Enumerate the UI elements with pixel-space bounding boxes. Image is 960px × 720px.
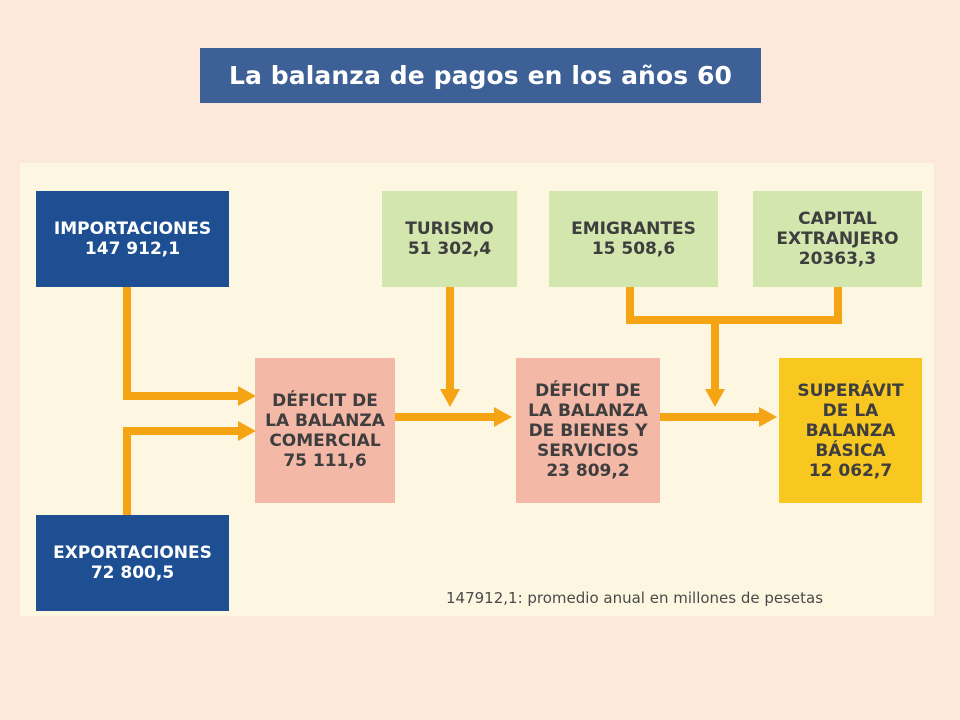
page-title: La balanza de pagos en los años 60 (200, 48, 761, 103)
arrow-exportaciones (123, 427, 242, 515)
node-superavit-balanza-basica: SUPERÁVIT DE LA BALANZA BÁSICA 12 062,7 (779, 358, 922, 503)
arrow-importaciones (123, 287, 242, 400)
node-emigrantes-label: EMIGRANTES (571, 219, 696, 239)
node-deficit-bienes-servicios: DÉFICIT DE LA BALANZA DE BIENES Y SERVIC… (516, 358, 660, 503)
node-exportaciones-value: 72 800,5 (90, 563, 175, 583)
node-importaciones-label: IMPORTACIONES (53, 219, 212, 239)
diagram-panel: IMPORTACIONES 147 912,1 EXPORTACIONES 72… (20, 163, 934, 616)
node-deficit-bienes-value: 23 809,2 (546, 460, 630, 481)
node-superavit-line3: BALANZA (805, 420, 896, 441)
node-capital-line2: EXTRANJERO (776, 229, 899, 249)
arrowhead-importaciones (238, 386, 256, 406)
node-deficit-bienes-line1: DÉFICIT DE (535, 380, 641, 401)
node-deficit-comercial-value: 75 111,6 (283, 450, 367, 471)
node-deficit-bienes-line2: LA BALANZA (528, 400, 648, 421)
node-capital-value: 20363,3 (798, 249, 877, 269)
node-emigrantes: EMIGRANTES 15 508,6 (549, 191, 718, 287)
node-deficit-bienes-line3: DE BIENES Y (528, 420, 648, 441)
node-turismo-label: TURISMO (405, 219, 494, 239)
arrowhead-turismo (440, 389, 460, 407)
node-capital-extranjero: CAPITAL EXTRANJERO 20363,3 (753, 191, 922, 287)
node-deficit-comercial-line1: DÉFICIT DE (272, 390, 378, 411)
node-capital-line1: CAPITAL (798, 209, 877, 229)
node-superavit-value: 12 062,7 (808, 460, 893, 481)
flow-arrows (123, 287, 842, 515)
arrowhead-merge (705, 389, 725, 407)
arrow-emigrantes (626, 287, 842, 324)
units-note: 147912,1: promedio anual en millones de … (446, 589, 824, 607)
node-superavit-line1: SUPERÁVIT (797, 380, 904, 401)
node-deficit-comercial-line2: LA BALANZA (265, 410, 385, 431)
node-superavit-line4: BÁSICA (815, 440, 886, 461)
node-deficit-comercial: DÉFICIT DE LA BALANZA COMERCIAL 75 111,6 (255, 358, 395, 503)
node-deficit-bienes-line4: SERVICIOS (537, 440, 639, 461)
arrowhead-exportaciones (238, 421, 256, 441)
node-importaciones-value: 147 912,1 (84, 239, 181, 259)
node-deficit-comercial-line3: COMERCIAL (269, 430, 381, 451)
arrowhead-comercial (494, 407, 512, 427)
node-superavit-line2: DE LA (822, 400, 879, 421)
node-exportaciones-label: EXPORTACIONES (53, 543, 212, 563)
node-emigrantes-value: 15 508,6 (591, 239, 676, 259)
arrowhead-superavit (759, 407, 777, 427)
node-turismo-value: 51 302,4 (407, 239, 492, 259)
node-exportaciones: EXPORTACIONES 72 800,5 (36, 515, 229, 611)
node-importaciones: IMPORTACIONES 147 912,1 (36, 191, 229, 287)
node-turismo: TURISMO 51 302,4 (382, 191, 517, 287)
